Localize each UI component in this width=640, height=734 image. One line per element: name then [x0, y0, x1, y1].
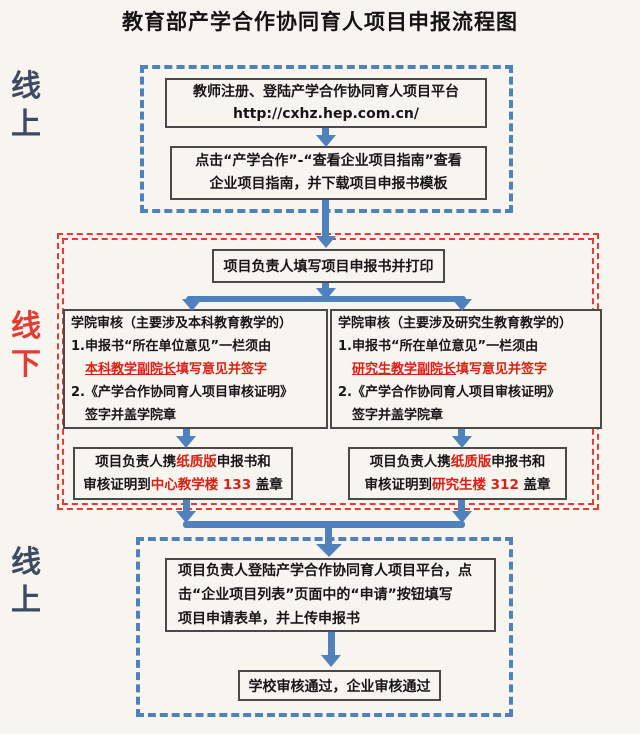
flow-arrow	[322, 128, 329, 137]
step-guide-box: 点击“产学合作”-“查看企业项目指南”查看 企业项目指南，并下载项目申报书模板	[170, 146, 487, 200]
review-r-line1: 学院审核（主要涉及研究生教育教学的）	[338, 315, 573, 331]
flow-arrow	[322, 283, 329, 291]
register-line1: 教师注册、登陆产学合作协同育人项目平台	[193, 84, 459, 100]
flow-arrow	[458, 429, 465, 438]
approved-label: 学校审核通过，企业审核通过	[248, 678, 431, 695]
flow-arrow	[458, 500, 465, 514]
review-l-line3: 本科教学副院长填写意见并签字	[85, 361, 268, 377]
review-l-line4: 2.《产学合作协同育人项目审核证明》	[71, 384, 293, 400]
branch-bar	[186, 296, 466, 302]
flow-arrow	[328, 632, 335, 657]
review-undergrad-box: 学院审核（主要涉及本科教育教学的） 1.申报书“所在单位意见”一栏须由 本科教学…	[63, 309, 328, 429]
review-l-line5: 签字并盖学院章	[85, 407, 177, 423]
offline-label: 线下	[11, 309, 41, 382]
flow-arrow-head	[452, 511, 472, 523]
review-r-line4: 2.《产学合作协同育人项目审核证明》	[338, 384, 560, 400]
stamp-r-line1: 项目负责人携纸质版申报书和	[369, 453, 546, 470]
graduate-dean-text: 研究生教学副院长	[352, 361, 457, 377]
step-apply-online-box: 项目负责人登陆产学合作协同育人项目平台，点 击“企业项目列表”页面中的“申请”按…	[165, 558, 496, 632]
flow-arrow	[183, 500, 190, 514]
fill-print-label: 项目负责人填写项目申报书并打印	[223, 259, 434, 275]
review-r-line5: 签字并盖学院章	[352, 407, 444, 423]
flow-arrow	[183, 429, 190, 438]
stamp-l-line2: 审核证明到中心教学楼 133 盖章	[83, 476, 283, 493]
step-fill-print-box: 项目负责人填写项目申报书并打印	[212, 249, 445, 283]
step-approved-box: 学校审核通过，企业审核通过	[238, 670, 441, 701]
stamp-central-box: 项目负责人携纸质版申报书和 审核证明到中心教学楼 133 盖章	[73, 447, 293, 500]
flow-arrow-head	[316, 135, 336, 147]
step-register-box: 教师注册、登陆产学合作协同育人项目平台 http://cxhz.hep.com.…	[165, 78, 487, 128]
page-title: 教育部产学合作协同育人项目申报流程图	[122, 10, 518, 34]
guide-line1: 点击“产学合作”-“查看企业项目指南”查看	[195, 153, 462, 169]
flow-arrow-head	[321, 655, 341, 667]
review-r-line2: 1.申报书“所在单位意见”一栏须由	[338, 338, 539, 354]
flow-arrow-head	[316, 236, 336, 248]
apply-line2: 击“企业项目列表”页面中的“申请”按钮填写	[178, 587, 453, 603]
stamp-r-line2: 审核证明到研究生楼 312 盖章	[364, 476, 551, 493]
stamp-graduate-box: 项目负责人携纸质版申报书和 审核证明到研究生楼 312 盖章	[348, 447, 567, 500]
apply-line3: 项目申请表单，并上传申报书	[178, 611, 360, 627]
flow-arrow-head	[452, 299, 472, 311]
flow-arrow	[325, 526, 332, 546]
apply-line1: 项目负责人登陆产学合作协同育人项目平台，点	[178, 563, 472, 579]
online-label-top: 线上	[11, 69, 41, 142]
review-l-line1: 学院审核（主要涉及本科教育教学的）	[71, 315, 293, 331]
online-label-bottom: 线上	[11, 545, 41, 618]
stamp-l-line1: 项目负责人携纸质版申报书和	[95, 453, 271, 470]
flow-arrow-head	[452, 436, 472, 448]
undergrad-dean-text: 本科教学副院长	[85, 361, 177, 377]
review-graduate-box: 学院审核（主要涉及研究生教育教学的） 1.申报书“所在单位意见”一栏须由 研究生…	[330, 309, 602, 429]
guide-line2: 企业项目指南，并下载项目申报书模板	[209, 176, 448, 192]
online-section-bottom	[136, 537, 513, 717]
review-r-line3: 研究生教学副院长填写意见并签字	[352, 361, 548, 377]
register-url: http://cxhz.hep.com.cn/	[233, 106, 419, 122]
flow-arrow-head	[176, 511, 196, 523]
review-l-line2: 1.申报书“所在单位意见”一栏须由	[71, 338, 272, 354]
flow-arrow-head	[182, 299, 202, 311]
flow-arrow	[322, 200, 329, 237]
flow-arrow-head	[316, 544, 342, 557]
merge-bar	[183, 521, 465, 528]
flow-arrow-head	[176, 436, 196, 448]
